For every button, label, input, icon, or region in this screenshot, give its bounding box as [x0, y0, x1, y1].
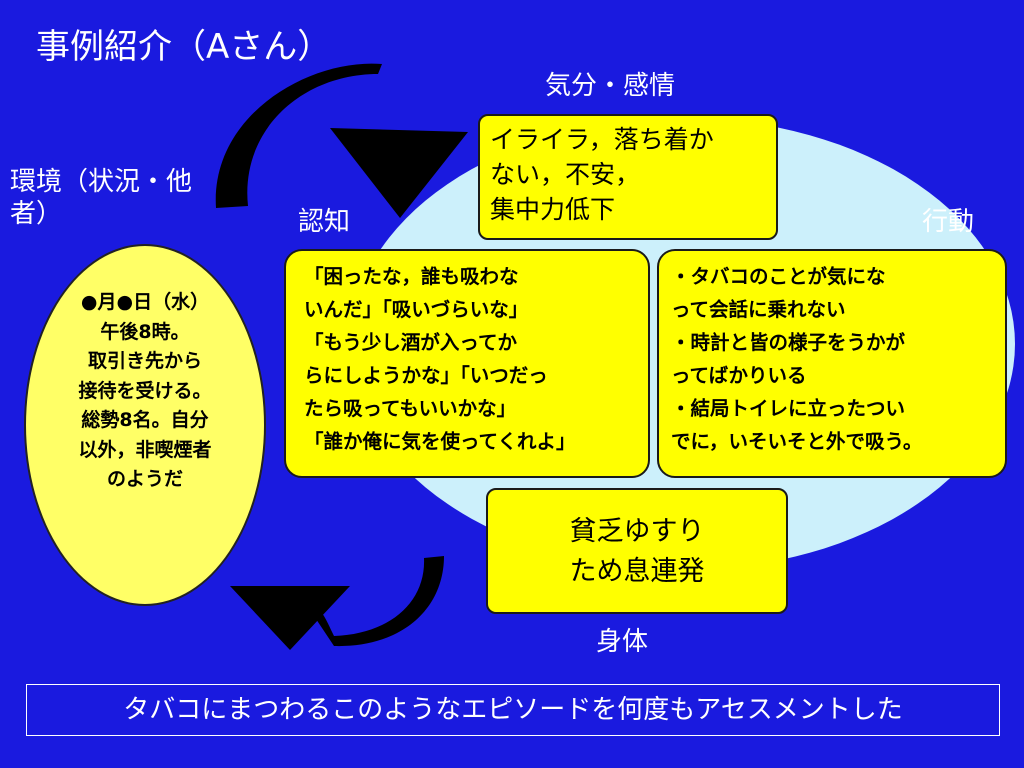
behavior-box: ・タバコのことが気にな って会話に乗れない ・時計と皆の様子をうかが ってばかり… — [657, 249, 1007, 478]
curved-arrow-bottom-icon — [230, 556, 444, 650]
label-behavior: 行動 — [922, 207, 975, 237]
environment-ellipse — [24, 244, 266, 606]
page-title: 事例紹介（Aさん） — [36, 27, 332, 67]
label-mood: 気分・感情 — [545, 71, 676, 101]
curved-arrow-top-icon — [215, 63, 468, 218]
label-body: 身体 — [596, 627, 649, 657]
summary-banner: タバコにまつわるこのようなエピソードを何度もアセスメントした — [26, 684, 1000, 736]
label-cognition: 認知 — [298, 207, 351, 237]
body-box: 貧乏ゆすり ため息連発 — [486, 488, 788, 614]
cognition-box: 「困ったな，誰も吸わな いんだ」「吸いづらいな」 「もう少し酒が入ってか らにし… — [284, 249, 650, 478]
label-environment: 環境（状況・他 者） — [10, 167, 193, 229]
mood-box: イライラ，落ち着か ない，不安， 集中力低下 — [478, 114, 778, 240]
environment-text: ●月●日（水） 午後8時。 取引き先から 接待を受ける。 総勢8名。自分 以外，… — [78, 291, 212, 490]
